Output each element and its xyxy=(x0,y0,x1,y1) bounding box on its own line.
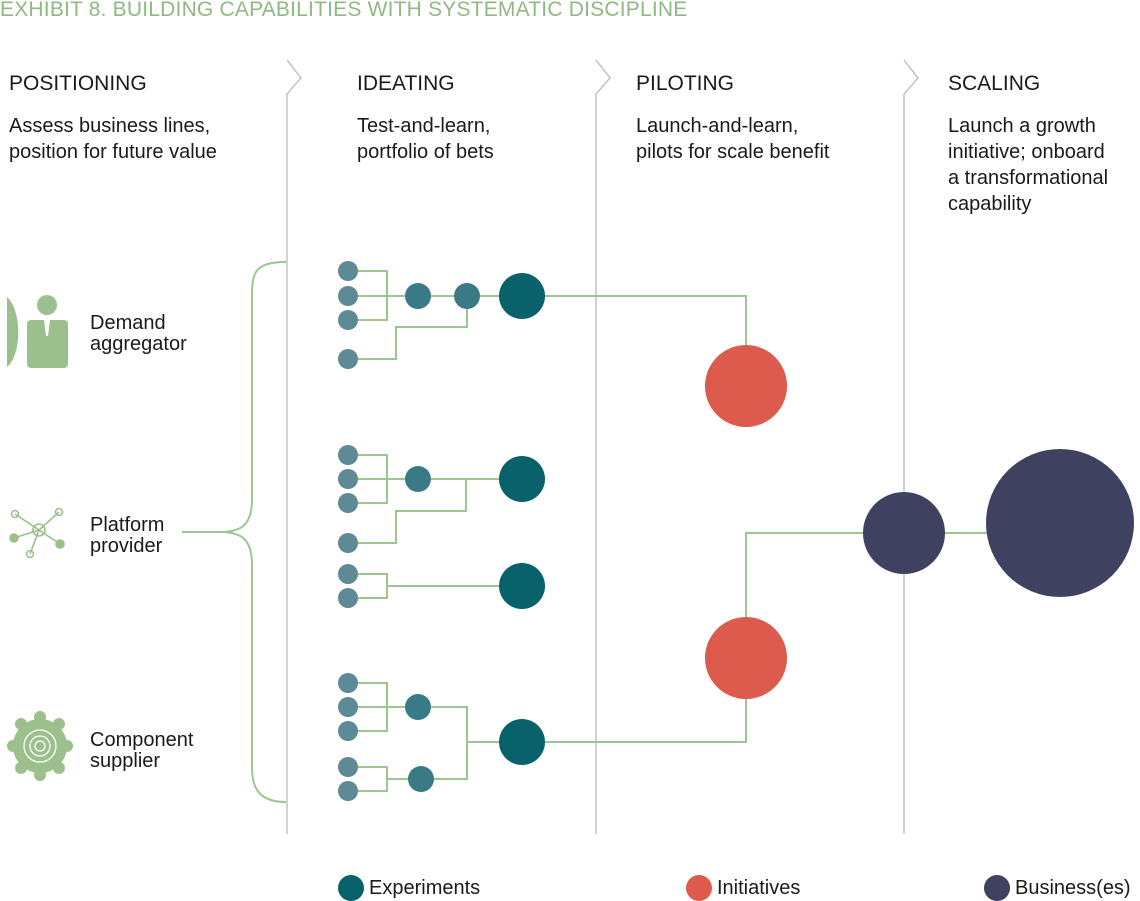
role-platform-provider-label: Platform provider xyxy=(90,515,164,557)
small-experiment-dot xyxy=(338,493,358,513)
legend-swatch xyxy=(338,875,364,901)
phase-divider xyxy=(286,59,302,834)
small-experiment-dot xyxy=(338,588,358,608)
phase-piloting-description: Launch-and-learn, pilots for scale benef… xyxy=(636,113,829,165)
component-supplier-icon xyxy=(7,711,73,781)
description-line: Test-and-learn, xyxy=(357,115,491,137)
legend-businesses: Business(es) xyxy=(984,875,1131,901)
small-experiment-dot xyxy=(338,286,358,306)
legend-swatch xyxy=(686,875,712,901)
business-node-large xyxy=(986,449,1134,597)
experiment-node xyxy=(499,456,545,502)
small-experiment-dot xyxy=(338,757,358,777)
description-line: portfolio of bets xyxy=(357,141,494,163)
mid-experiment-dot xyxy=(405,466,431,492)
exhibit-title: EXHIBIT 8. BUILDING CAPABILITIES WITH SY… xyxy=(0,0,688,21)
description-line: pilots for scale benefit xyxy=(636,141,830,163)
phase-scaling-title: SCALING xyxy=(948,72,1041,95)
legend-label: Initiatives xyxy=(717,876,801,899)
phase-ideating-description: Test-and-learn, portfolio of bets xyxy=(357,113,494,165)
small-experiment-dot xyxy=(338,673,358,693)
small-experiment-dot xyxy=(338,533,358,553)
small-experiment-dot xyxy=(338,721,358,741)
role-label-line: Platform xyxy=(90,514,165,536)
description-line: Assess business lines, xyxy=(9,115,211,137)
mid-experiment-dot xyxy=(405,694,431,720)
small-experiment-dot xyxy=(338,697,358,717)
legend-label: Experiments xyxy=(369,876,481,899)
legend-experiments: Experiments xyxy=(338,875,480,901)
legend-initiatives: Initiatives xyxy=(686,875,800,901)
description-line: Launch a growth xyxy=(948,115,1096,137)
mid-experiment-dot xyxy=(408,766,434,792)
role-demand-aggregator-label: Demand aggregator xyxy=(90,313,187,355)
small-experiment-dot xyxy=(338,310,358,330)
platform-provider-icon xyxy=(9,507,65,559)
demand-aggregator-icon xyxy=(7,295,68,368)
business-node xyxy=(863,492,945,574)
role-label-line: provider xyxy=(90,535,163,557)
mid-experiment-dot xyxy=(405,283,431,309)
mid-experiment-dot xyxy=(454,283,480,309)
experiment-node xyxy=(499,273,545,319)
initiative-node xyxy=(705,617,787,699)
experiment-node xyxy=(499,719,545,765)
phase-piloting-title: PILOTING xyxy=(636,72,735,95)
positioning-brace xyxy=(219,261,287,803)
phase-positioning-description: Assess business lines, position for futu… xyxy=(9,113,217,165)
description-line: initiative; onboard xyxy=(948,141,1105,163)
role-label-line: Component xyxy=(90,729,194,751)
phase-ideating-title: IDEATING xyxy=(357,72,455,95)
initiative-node xyxy=(705,345,787,427)
small-experiment-dot xyxy=(338,469,358,489)
role-label-line: Demand xyxy=(90,312,166,334)
small-experiment-dot xyxy=(338,445,358,465)
small-experiment-dot xyxy=(338,564,358,584)
description-line: capability xyxy=(948,193,1032,215)
small-experiment-dot xyxy=(338,781,358,801)
role-label-line: aggregator xyxy=(90,333,187,355)
phase-divider xyxy=(595,59,611,834)
small-experiment-dot xyxy=(338,261,358,281)
legend-label: Business(es) xyxy=(1015,876,1131,899)
phase-positioning-title: POSITIONING xyxy=(9,72,147,95)
description-line: Launch-and-learn, xyxy=(636,115,799,137)
legend-swatch xyxy=(984,875,1010,901)
role-component-supplier-label: Component supplier xyxy=(90,730,193,772)
phase-scaling-description: Launch a growth initiative; onboard a tr… xyxy=(948,113,1108,217)
role-label-line: supplier xyxy=(90,750,161,772)
phase-divider xyxy=(903,59,919,834)
description-line: a transformational xyxy=(948,167,1109,189)
experiment-node xyxy=(499,563,545,609)
small-experiment-dot xyxy=(338,349,358,369)
description-line: position for future value xyxy=(9,141,217,163)
